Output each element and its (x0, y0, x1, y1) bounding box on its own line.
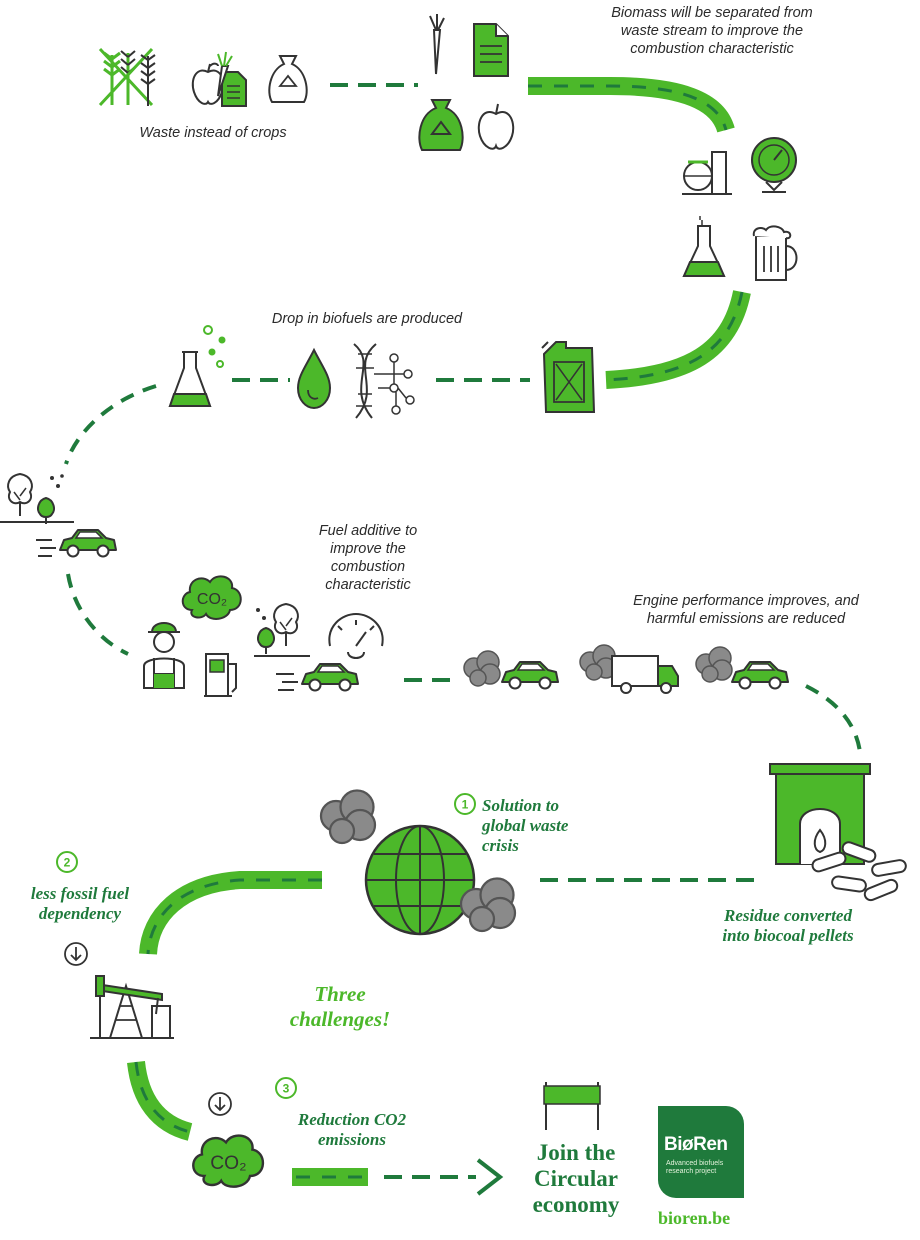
recycle-bag-icon (268, 55, 308, 103)
pellets-icon (811, 841, 907, 902)
document-icon (221, 71, 247, 107)
sparkle-dots (256, 608, 266, 620)
down-arrow-icon (64, 942, 88, 966)
three-challenges-heading: Three challenges! (289, 982, 391, 1031)
logo-wordmark: BiøRen (664, 1134, 728, 1155)
co2-cloud-icon: CO₂ (181, 575, 242, 620)
tree-icon (7, 473, 33, 517)
worker-icon (143, 622, 185, 689)
svg-text:1: 1 (462, 798, 469, 812)
recycle-bag-icon (418, 99, 464, 151)
flask-icon (682, 216, 726, 277)
carrot-icon (217, 51, 233, 97)
jerrycan-icon (541, 341, 596, 413)
carrot-icon (429, 14, 445, 75)
document-icon (473, 23, 509, 77)
label-drop-in-biofuels: Drop in biofuels are produced (271, 311, 463, 327)
car-icon (301, 663, 359, 692)
gauge-icon (751, 137, 797, 193)
badge-1: 1 (454, 793, 476, 815)
apple-icon (477, 103, 515, 150)
car-icon (731, 661, 789, 690)
globe-icon (364, 824, 476, 936)
wheat-icon (98, 47, 154, 107)
badge-3: 3 (275, 1077, 297, 1099)
smoke-icon (579, 644, 617, 681)
label-residue-converted: Residue converted into biocoal pellets (722, 906, 854, 945)
refinery-icon (682, 151, 732, 195)
logo-tagline: Advanced biofuels research project (666, 1160, 724, 1175)
svg-text:3: 3 (283, 1082, 290, 1096)
bioren-logo: BiøRen Advanced biofuels research projec… (658, 1106, 744, 1198)
sparkle-dots (50, 474, 64, 488)
join-circular-economy: Join the Circular economy (532, 1140, 620, 1217)
flow-path (64, 77, 862, 1186)
label-waste-instead-of-crops: Waste instead of crops (139, 125, 287, 141)
dna-molecule-icon (353, 343, 415, 419)
beer-mug-icon (752, 225, 798, 281)
tree-icon (37, 497, 55, 525)
car-icon (59, 529, 117, 558)
svg-text:2: 2 (64, 856, 71, 870)
co2-cloud-icon: CO₂ (192, 1134, 265, 1188)
label-fuel-additive: Fuel additive to improve the combustion … (318, 523, 418, 593)
car-icon (501, 661, 559, 690)
wheat-icon (140, 54, 156, 106)
smoke-icon (319, 789, 377, 845)
challenge-3-text: Reduction CO2 emissions (297, 1110, 407, 1149)
tree-icon (273, 603, 299, 647)
challenge-2-text: less fossil fuel dependency (30, 884, 130, 923)
tree-icon (257, 627, 275, 655)
fuel-pump-icon (204, 653, 237, 697)
svg-text:CO₂: CO₂ (210, 1153, 246, 1174)
label-biomass-separated: Biomass will be separated from waste str… (611, 5, 813, 57)
down-arrow-icon (208, 1092, 232, 1116)
smoke-icon (695, 646, 733, 683)
arrow-right-icon (476, 1158, 504, 1196)
svg-text:CO₂: CO₂ (197, 591, 227, 608)
oil-pump-jack-icon (90, 975, 174, 1039)
label-engine-performance: Engine performance improves, and harmful… (633, 593, 859, 627)
challenge-1-text: Solution to global waste crisis (482, 796, 569, 855)
smoke-icon (463, 650, 501, 687)
bubbles (203, 325, 226, 368)
fireplace-icon (769, 763, 871, 865)
badge-2: 2 (56, 851, 78, 873)
droplet-icon (296, 347, 332, 410)
signpost-icon (543, 1082, 601, 1130)
speedometer-icon (328, 612, 384, 659)
truck-icon (611, 655, 679, 694)
website-url[interactable]: bioren.be (658, 1208, 731, 1228)
flask-icon (168, 351, 212, 407)
